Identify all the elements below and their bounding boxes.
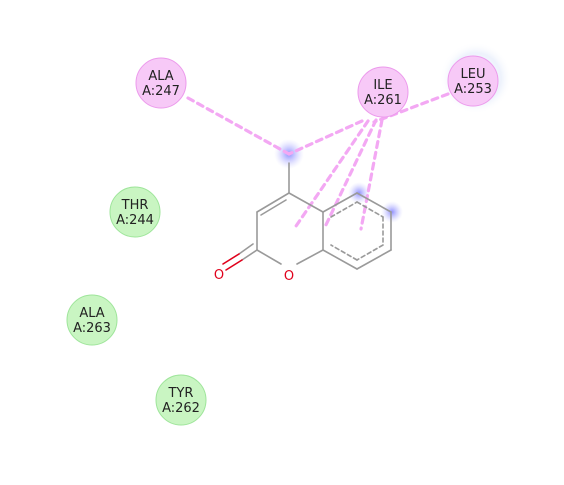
interaction-line-ile261-ring: [322, 118, 378, 231]
residue-position: A:244: [116, 213, 154, 228]
residue-ala263[interactable]: ALA A:263: [66, 294, 118, 346]
residue-tyr262[interactable]: TYR A:262: [155, 374, 207, 426]
bond: [288, 192, 324, 213]
bond: [356, 192, 392, 213]
interaction-line-leu253: [372, 92, 450, 124]
ring-oxygen-label: O: [284, 269, 294, 284]
residue-position: A:261: [364, 93, 402, 108]
bond: [322, 192, 358, 213]
carbonyl-group: [222, 243, 258, 271]
carbonyl-bond: [222, 253, 240, 265]
residue-position: A:247: [142, 84, 180, 99]
interaction-line-ala247: [186, 96, 291, 156]
residue-disc: [447, 55, 499, 107]
residue-position: A:253: [454, 82, 492, 97]
interaction-lines: [186, 92, 450, 231]
bond: [296, 249, 324, 265]
carbonyl-oxygen-label: O: [214, 268, 224, 283]
ring-atom-glow: [348, 182, 370, 204]
residue-name: ILE: [373, 78, 392, 93]
residue-name: THR: [121, 198, 149, 213]
ligand-structure: [256, 162, 392, 270]
atom-glows: [274, 139, 403, 223]
interaction-line-ile261-ring: [292, 119, 370, 231]
residue-name: TYR: [168, 386, 194, 401]
carbonyl-bond: [238, 243, 254, 255]
interaction-line-ile261-methyl: [287, 119, 364, 156]
residue-position: A:263: [73, 321, 111, 336]
bond: [322, 249, 358, 270]
interaction-line-ile261-ring: [359, 118, 384, 231]
residue-disc: [135, 57, 187, 109]
residue-ala247[interactable]: ALA A:247: [135, 57, 187, 109]
bond: [356, 249, 392, 270]
carbonyl-bond: [241, 249, 258, 261]
residue-disc: [109, 186, 161, 238]
residue-disc: [66, 294, 118, 346]
residue-name: ALA: [148, 69, 173, 84]
residue-ile261[interactable]: ILE A:261: [357, 66, 409, 118]
double-bond-inner: [260, 199, 287, 216]
residue-thr244[interactable]: THR A:244: [109, 186, 161, 238]
residue-position: A:262: [162, 401, 200, 416]
carbonyl-bond: [225, 259, 243, 271]
residue-leu253[interactable]: LEU A:253: [447, 55, 499, 107]
ring-atom-glow: [381, 201, 403, 223]
residue-name: LEU: [461, 67, 486, 82]
residue-disc: [155, 374, 207, 426]
residue-name: ALA: [79, 306, 104, 321]
aromatic-ring: [330, 201, 384, 261]
bond: [256, 192, 290, 213]
residue-disc: [357, 66, 409, 118]
bond: [256, 249, 282, 265]
